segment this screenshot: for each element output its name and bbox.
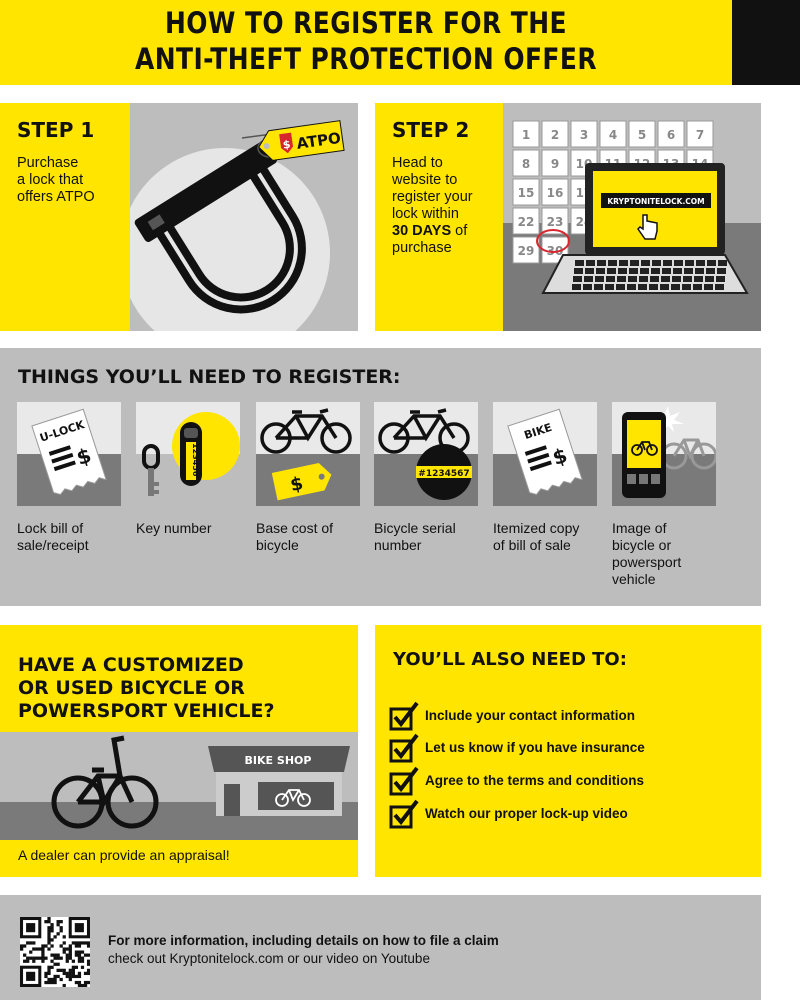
calendar-day-number: 15 <box>518 186 535 200</box>
caption-lock-receipt: Lock bill of sale/receipt <box>17 520 89 553</box>
additional-requirements-title: YOU’LL ALSO NEED TO: <box>393 649 627 670</box>
calendar-day-number: 4 <box>609 128 617 142</box>
calendar-day-number: 8 <box>522 157 530 171</box>
checkbox-checked-icon <box>389 799 419 829</box>
calendar-day-number: 3 <box>580 128 588 142</box>
u-lock-illustration: $ ATPO <box>130 103 358 331</box>
bike-shop-illustration: BIKE SHOP <box>0 732 358 840</box>
step-2-panel: STEP 2 Head to website to register your … <box>375 103 761 331</box>
bicycle-icon <box>51 735 159 829</box>
bicycle-image-tile <box>612 402 716 506</box>
calendar-day-cell <box>512 236 540 264</box>
requirements-title: THINGS YOU’LL NEED TO REGISTER: <box>18 366 401 388</box>
receipt-icon: U-LOCK $ <box>31 408 107 496</box>
calendar-day-cell <box>657 120 685 148</box>
atpo-dollar-glyph: $ <box>282 138 291 152</box>
dollar-glyph: $ <box>288 473 305 496</box>
qr-code-icon[interactable] <box>20 917 90 987</box>
caption-base-cost: Base cost of bicycle <box>256 520 334 553</box>
calendar-day-cell <box>512 149 540 177</box>
calendar-day-number: 29 <box>518 244 535 258</box>
header-banner: HOW TO REGISTER FOR THE ANTI-THEFT PROTE… <box>0 0 732 85</box>
bicycle-cost-tile: $ <box>256 402 360 506</box>
calendar-day-number: 1 <box>522 128 530 142</box>
checkbox-checked-icon <box>389 701 419 731</box>
calendar-day-cell <box>512 178 540 206</box>
page-title-line-2: ANTI-THEFT PROTECTION OFFER <box>134 42 598 76</box>
cursor-hand-icon <box>637 214 658 240</box>
bicycle-icon <box>378 408 470 454</box>
page-title-line-1: HOW TO REGISTER FOR THE <box>165 6 567 40</box>
custom-bicycle-title: HAVE A CUSTOMIZED OR USED BICYCLE OR POW… <box>18 654 275 722</box>
calendar-day-cell <box>541 178 569 206</box>
requirements-panel: THINGS YOU’LL NEED TO REGISTER: U-LOCK $ <box>0 348 761 606</box>
price-tag-icon: $ <box>271 462 332 501</box>
custom-bicycle-panel: HAVE A CUSTOMIZED OR USED BICYCLE OR POW… <box>0 625 358 877</box>
bicycle-icon <box>660 438 716 470</box>
step-2-title: STEP 2 <box>392 118 470 142</box>
caption-image: Image of bicycle or powersport vehicle <box>612 520 682 587</box>
receipt-icon: BIKE $ <box>507 408 583 496</box>
website-label: KRYPTONITELOCK.COM <box>607 197 704 206</box>
calendar-day-number: 6 <box>667 128 675 142</box>
calendar-day-number: 23 <box>547 215 564 229</box>
caption-serial: Bicycle serial number <box>374 520 456 553</box>
caption-itemized-bill: Itemized copy of bill of sale <box>493 520 580 553</box>
bike-shop-icon: BIKE SHOP <box>208 746 350 816</box>
calendar-laptop-illustration: 12345678910111213141516172223242930 KRYP… <box>503 103 761 331</box>
key-number-label: 123456 <box>191 443 200 477</box>
key-number-tile: 123456 <box>136 402 240 506</box>
step-1-title: STEP 1 <box>17 118 95 142</box>
step-1-text: Purchase a lock that offers ATPO <box>17 155 95 205</box>
calendar-day-cell <box>686 120 714 148</box>
caption-key-number: Key number <box>136 520 212 536</box>
step-1-panel: STEP 1 Purchase a lock that offers ATPO … <box>0 103 358 331</box>
calendar-day-cell <box>512 207 540 235</box>
shop-sign-label: BIKE SHOP <box>245 754 312 767</box>
header-black-block <box>732 0 800 85</box>
flash-icon <box>654 406 684 432</box>
footer-link-text[interactable]: check out Kryptonitelock.com or our vide… <box>108 951 430 966</box>
calendar-day-number: 2 <box>551 128 559 142</box>
bicycle-icon <box>260 408 352 454</box>
calendar-day-number: 7 <box>696 128 704 142</box>
bicycle-serial-tile: #1234567 <box>374 402 478 506</box>
serial-label: #1234567 <box>418 469 469 479</box>
calendar-day-cell <box>512 120 540 148</box>
calendar-day-cell <box>628 120 656 148</box>
itemized-bill-tile: BIKE $ <box>493 402 597 506</box>
footer-info-text: For more information, including details … <box>108 933 499 948</box>
footer-panel: For more information, including details … <box>0 895 761 1000</box>
calendar-day-number: 9 <box>551 157 559 171</box>
smartphone-icon <box>622 412 666 498</box>
calendar-day-cell <box>570 120 598 148</box>
calendar-day-cell <box>541 149 569 177</box>
lock-receipt-tile: U-LOCK $ <box>17 402 121 506</box>
calendar-day-number: 22 <box>518 215 535 229</box>
additional-requirements-panel: YOU’LL ALSO NEED TO: Include your contac… <box>375 625 761 877</box>
calendar-day-cell <box>599 120 627 148</box>
checkbox-checked-icon <box>389 733 419 763</box>
calendar-day-number: 5 <box>638 128 646 142</box>
checkbox-checked-icon <box>389 766 419 796</box>
key-icon <box>142 444 160 496</box>
step-2-text: Head to website to register your lock wi… <box>392 155 473 256</box>
appraisal-note: A dealer can provide an appraisal! <box>18 847 230 863</box>
calendar-day-number: 16 <box>547 186 564 200</box>
u-lock-icon <box>134 140 306 314</box>
calendar-day-cell <box>541 120 569 148</box>
